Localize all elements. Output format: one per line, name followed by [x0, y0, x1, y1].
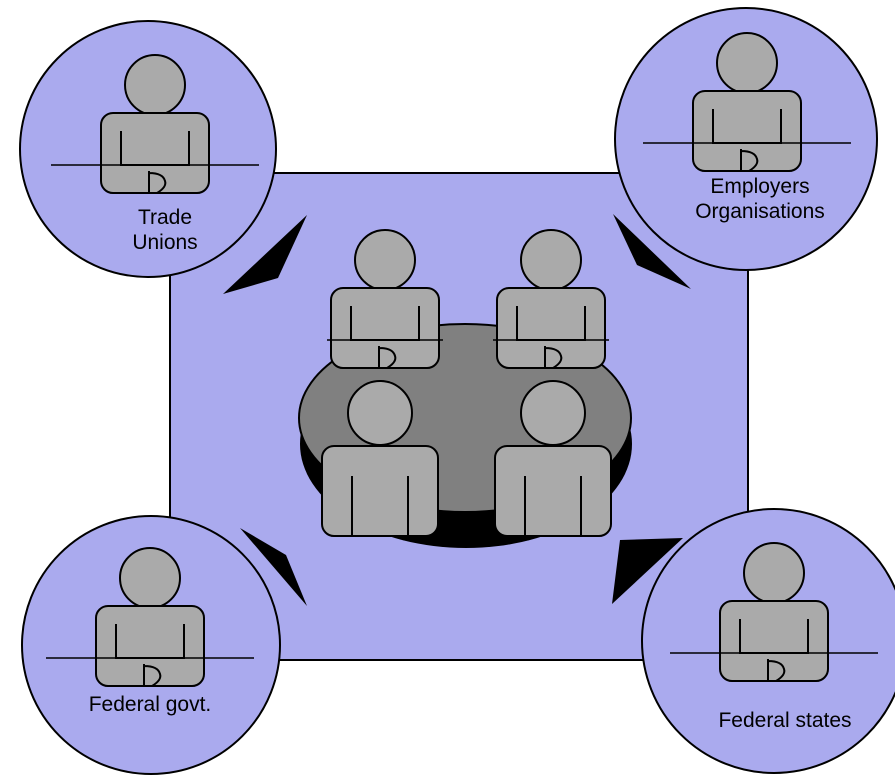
federal-states-label-line1: Federal states: [718, 709, 852, 732]
federal-states-label: Federal states: [685, 708, 885, 733]
employers-label: Employers Organisations: [660, 174, 860, 224]
federal-govt-label-line1: Federal govt.: [88, 693, 212, 716]
wedge-arrow-icon: [240, 528, 307, 606]
trade-unions-label-line2: Unions: [132, 231, 198, 254]
federal-govt-label: Federal govt.: [60, 692, 240, 717]
wedge-arrow-icon: [223, 215, 307, 294]
trade-unions-label-line1: Trade: [137, 206, 193, 229]
trade-unions-label: Trade Unions: [95, 205, 235, 255]
wedge-arrow-icon: [613, 214, 691, 289]
wedge-arrow-icon: [612, 538, 683, 604]
employers-label-line1: Employers: [710, 175, 810, 198]
employers-label-line2: Organisations: [695, 200, 825, 223]
